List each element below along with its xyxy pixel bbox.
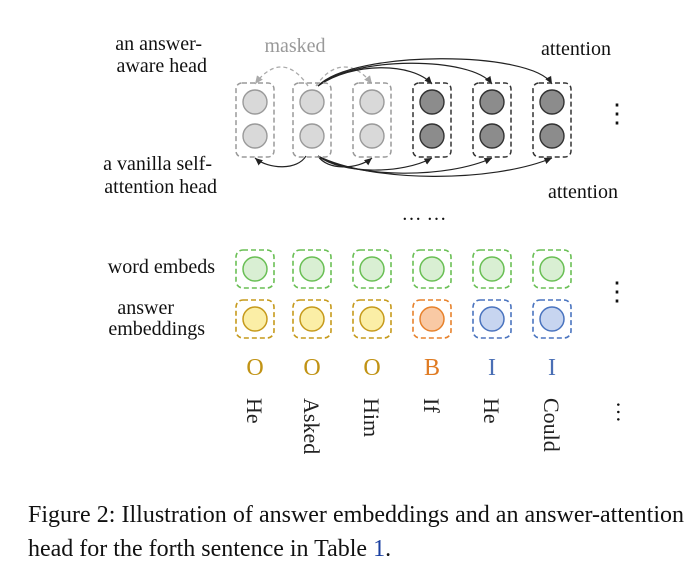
vanilla-head-label: a vanilla self- attention head <box>103 153 217 198</box>
answer-embed-node <box>242 306 268 332</box>
token-word: Asked <box>299 398 324 454</box>
answer-head-node <box>359 89 385 115</box>
answer-embed-box <box>472 299 512 339</box>
vanilla-attention-arrow <box>254 155 307 168</box>
vanilla-head-node <box>539 123 565 149</box>
attention-arrow <box>317 58 553 87</box>
answer-embed-node <box>419 306 445 332</box>
word-embed-box <box>235 249 275 289</box>
vanilla-head-label-line1: a vanilla self- <box>103 153 212 175</box>
table-reference-link[interactable]: 1 <box>373 536 386 562</box>
caption-end: . <box>385 536 392 562</box>
vanilla-attention-arrow <box>317 155 553 177</box>
answer-head-node <box>479 89 505 115</box>
answer-head-node <box>419 89 445 115</box>
answer-embed-node <box>299 306 325 332</box>
head-box <box>292 82 332 158</box>
attention-top-label: attention <box>541 38 611 60</box>
answer-head-node <box>539 89 565 115</box>
word-embed-node <box>242 256 268 282</box>
token-word: If <box>419 398 444 413</box>
token-column: O Asked <box>292 82 332 454</box>
caption-text: Figure 2: Illustration of answer embeddi… <box>28 502 684 562</box>
word-embeds-label: word embeds <box>108 256 215 278</box>
answer-head-label: an answer- aware head <box>115 33 207 77</box>
word-embed-node <box>359 256 385 282</box>
vanilla-head-node <box>299 123 325 149</box>
token-word: He <box>242 398 267 424</box>
word-embed-box <box>292 249 332 289</box>
token-word: Him <box>359 398 384 437</box>
head-box <box>532 82 572 158</box>
answer-embed-node <box>359 306 385 332</box>
ellipsis-between-rows: … … <box>402 203 447 225</box>
figure-caption: Figure 2: Illustration of answer embeddi… <box>28 498 684 566</box>
vanilla-head-node <box>359 123 385 149</box>
token-word: He <box>479 398 504 424</box>
bio-tag: O <box>363 355 380 381</box>
answer-embed-node <box>539 306 565 332</box>
token-column: I He <box>472 82 512 424</box>
bio-tag: O <box>246 355 263 381</box>
word-embed-node <box>539 256 565 282</box>
heads-vdots: ⋮ <box>604 99 630 128</box>
answer-embed-box <box>292 299 332 339</box>
bio-tag: I <box>548 355 556 381</box>
attention-arrow <box>317 62 493 87</box>
bio-tag: I <box>488 355 496 381</box>
vanilla-head-node <box>479 123 505 149</box>
masked-arrow <box>315 66 373 87</box>
word-embed-node <box>479 256 505 282</box>
word-embed-box <box>412 249 452 289</box>
answer-head-label-line1: an answer- <box>115 33 202 55</box>
token-word: Could <box>539 398 564 452</box>
attention-arrows <box>254 58 553 177</box>
answer-embeddings-label-line1: answer <box>117 297 174 319</box>
word-embed-box <box>352 249 392 289</box>
head-box <box>472 82 512 158</box>
masked-label: masked <box>264 35 325 57</box>
answer-embed-box <box>352 299 392 339</box>
token-column: O He <box>235 82 275 424</box>
token-column: O Him <box>352 82 392 437</box>
word-embed-node <box>419 256 445 282</box>
words-hdots: … <box>612 401 637 423</box>
head-box <box>235 82 275 158</box>
bio-tag: B <box>424 355 440 381</box>
word-embed-node <box>299 256 325 282</box>
masked-arrow <box>254 66 309 87</box>
vanilla-head-node <box>419 123 445 149</box>
vanilla-attention-arrow <box>317 155 493 174</box>
token-column: I Could <box>532 82 572 452</box>
answer-embed-box <box>532 299 572 339</box>
answer-embed-box <box>412 299 452 339</box>
word-embed-box <box>472 249 512 289</box>
bio-tag: O <box>303 355 320 381</box>
diagram: an answer- aware head a vanilla self- at… <box>103 33 637 454</box>
token-column: B If <box>412 82 452 413</box>
answer-embeddings-label: answer embeddings <box>108 297 205 340</box>
answer-embeddings-label-line2: embeddings <box>108 318 205 340</box>
answer-head-node <box>242 89 268 115</box>
answer-head-node <box>299 89 325 115</box>
embeddings-vdots: ⋮ <box>604 277 630 306</box>
answer-embed-node <box>479 306 505 332</box>
attention-bottom-label: attention <box>548 181 618 203</box>
word-embed-box <box>532 249 572 289</box>
token-columns: O He O Asked O Him B If I He I Could <box>235 82 572 454</box>
head-box <box>412 82 452 158</box>
vanilla-attention-arrow <box>317 155 433 171</box>
answer-embed-box <box>235 299 275 339</box>
attention-arrow <box>317 67 433 87</box>
head-box <box>352 82 392 158</box>
vanilla-head-label-line2: attention head <box>104 176 217 198</box>
answer-head-label-line2: aware head <box>117 55 208 77</box>
vanilla-head-node <box>242 123 268 149</box>
